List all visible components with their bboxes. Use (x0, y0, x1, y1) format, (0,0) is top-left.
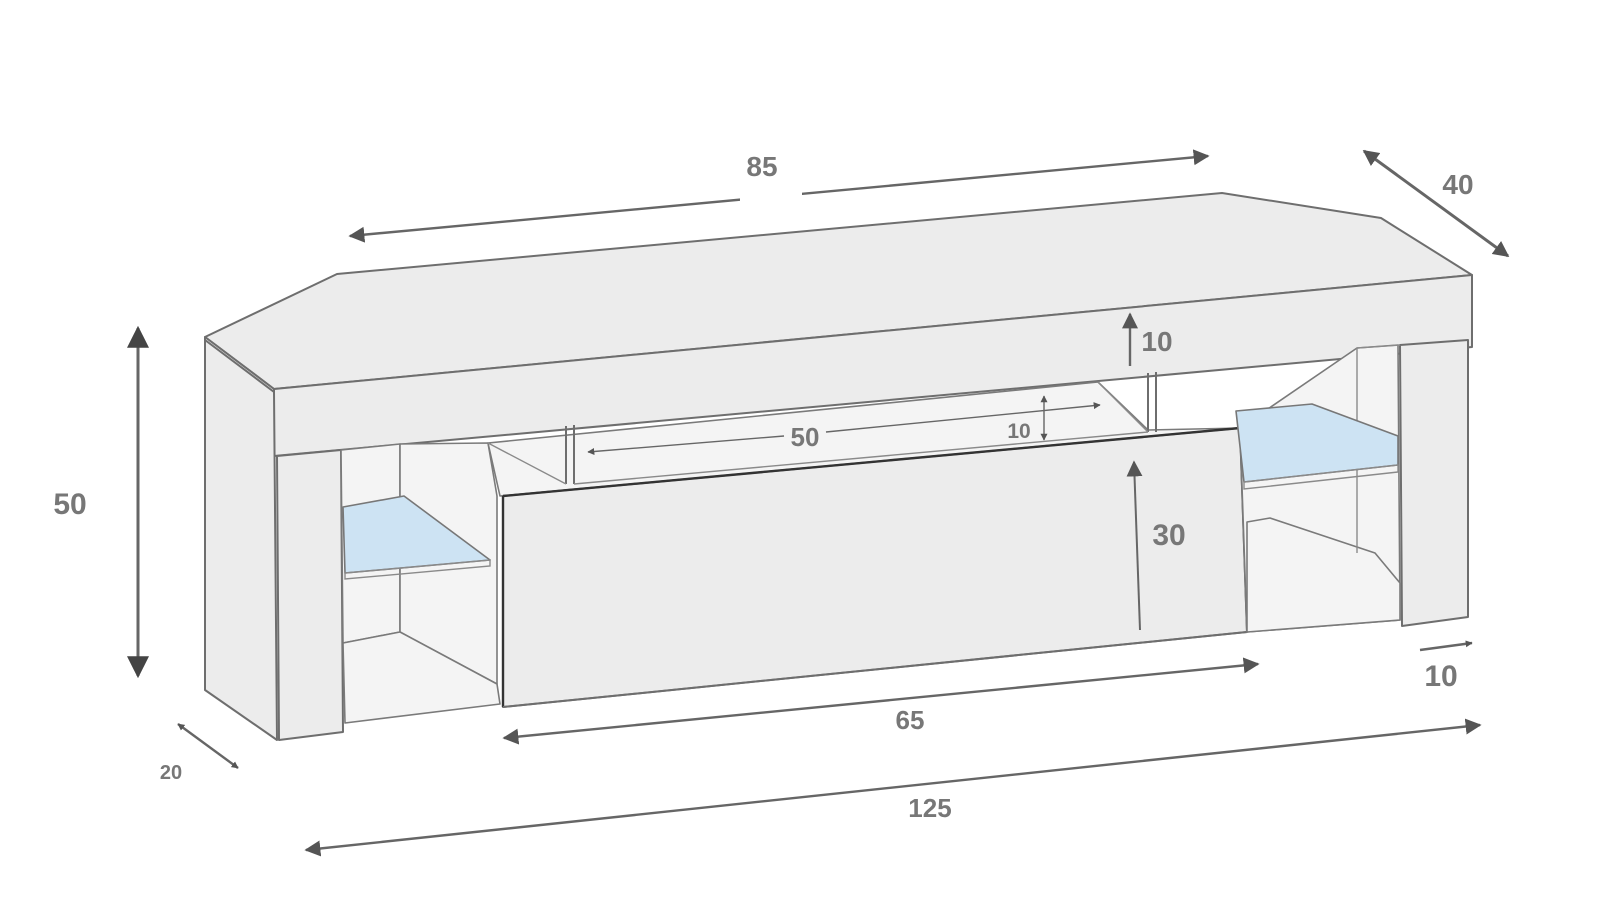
depth-label: 40 (1442, 169, 1473, 200)
drawer-height-arrow (1126, 460, 1143, 631)
niche-left-slant (487, 442, 567, 485)
niche-height-label: 10 (1007, 420, 1030, 443)
side-depth-label: 20 (160, 762, 182, 784)
drawer-width-label: 65 (896, 705, 925, 735)
right-compartment-bottom (1246, 517, 1401, 633)
drawer-top-edge (502, 426, 1241, 498)
niche-width-arrow-right (825, 402, 1101, 433)
depth-arrow (1362, 149, 1510, 258)
dimension-labels: 85 40 50 10 50 10 30 65 10 20 125 (53, 151, 1473, 823)
leg-width-label: 10 (1424, 660, 1457, 693)
right-glass-shelf-edge (1243, 464, 1399, 490)
height-label: 50 (53, 488, 86, 521)
drawer-width-label-bg (880, 704, 942, 734)
niche-width-label: 50 (791, 422, 820, 452)
right-glass-shelf (1235, 403, 1399, 483)
right-leg-top-line (1356, 344, 1401, 349)
side-depth-arrow (177, 723, 239, 769)
niche-floor-line (573, 431, 1149, 485)
niche-right-slant (1097, 381, 1149, 433)
left-glass-shelf-edge (344, 559, 491, 580)
tv-stand-outline (204, 192, 1473, 741)
leg-width-arrow (1419, 640, 1473, 652)
niche-width-arrow-left (587, 435, 785, 455)
top-width-label-bg (740, 180, 802, 202)
total-width-arrow (304, 718, 1482, 857)
drawer-height-label: 30 (1152, 519, 1185, 552)
center-niche-back (487, 381, 1243, 497)
left-leg-front (276, 449, 344, 741)
right-leg-front (1399, 339, 1469, 627)
left-side-panel (204, 339, 278, 741)
total-width-label: 125 (908, 793, 951, 823)
left-compartment-bottom (342, 631, 501, 724)
top-thickness-label: 10 (1141, 326, 1172, 357)
dimension-lines (127, 149, 1510, 857)
top-width-label: 85 (746, 151, 777, 182)
